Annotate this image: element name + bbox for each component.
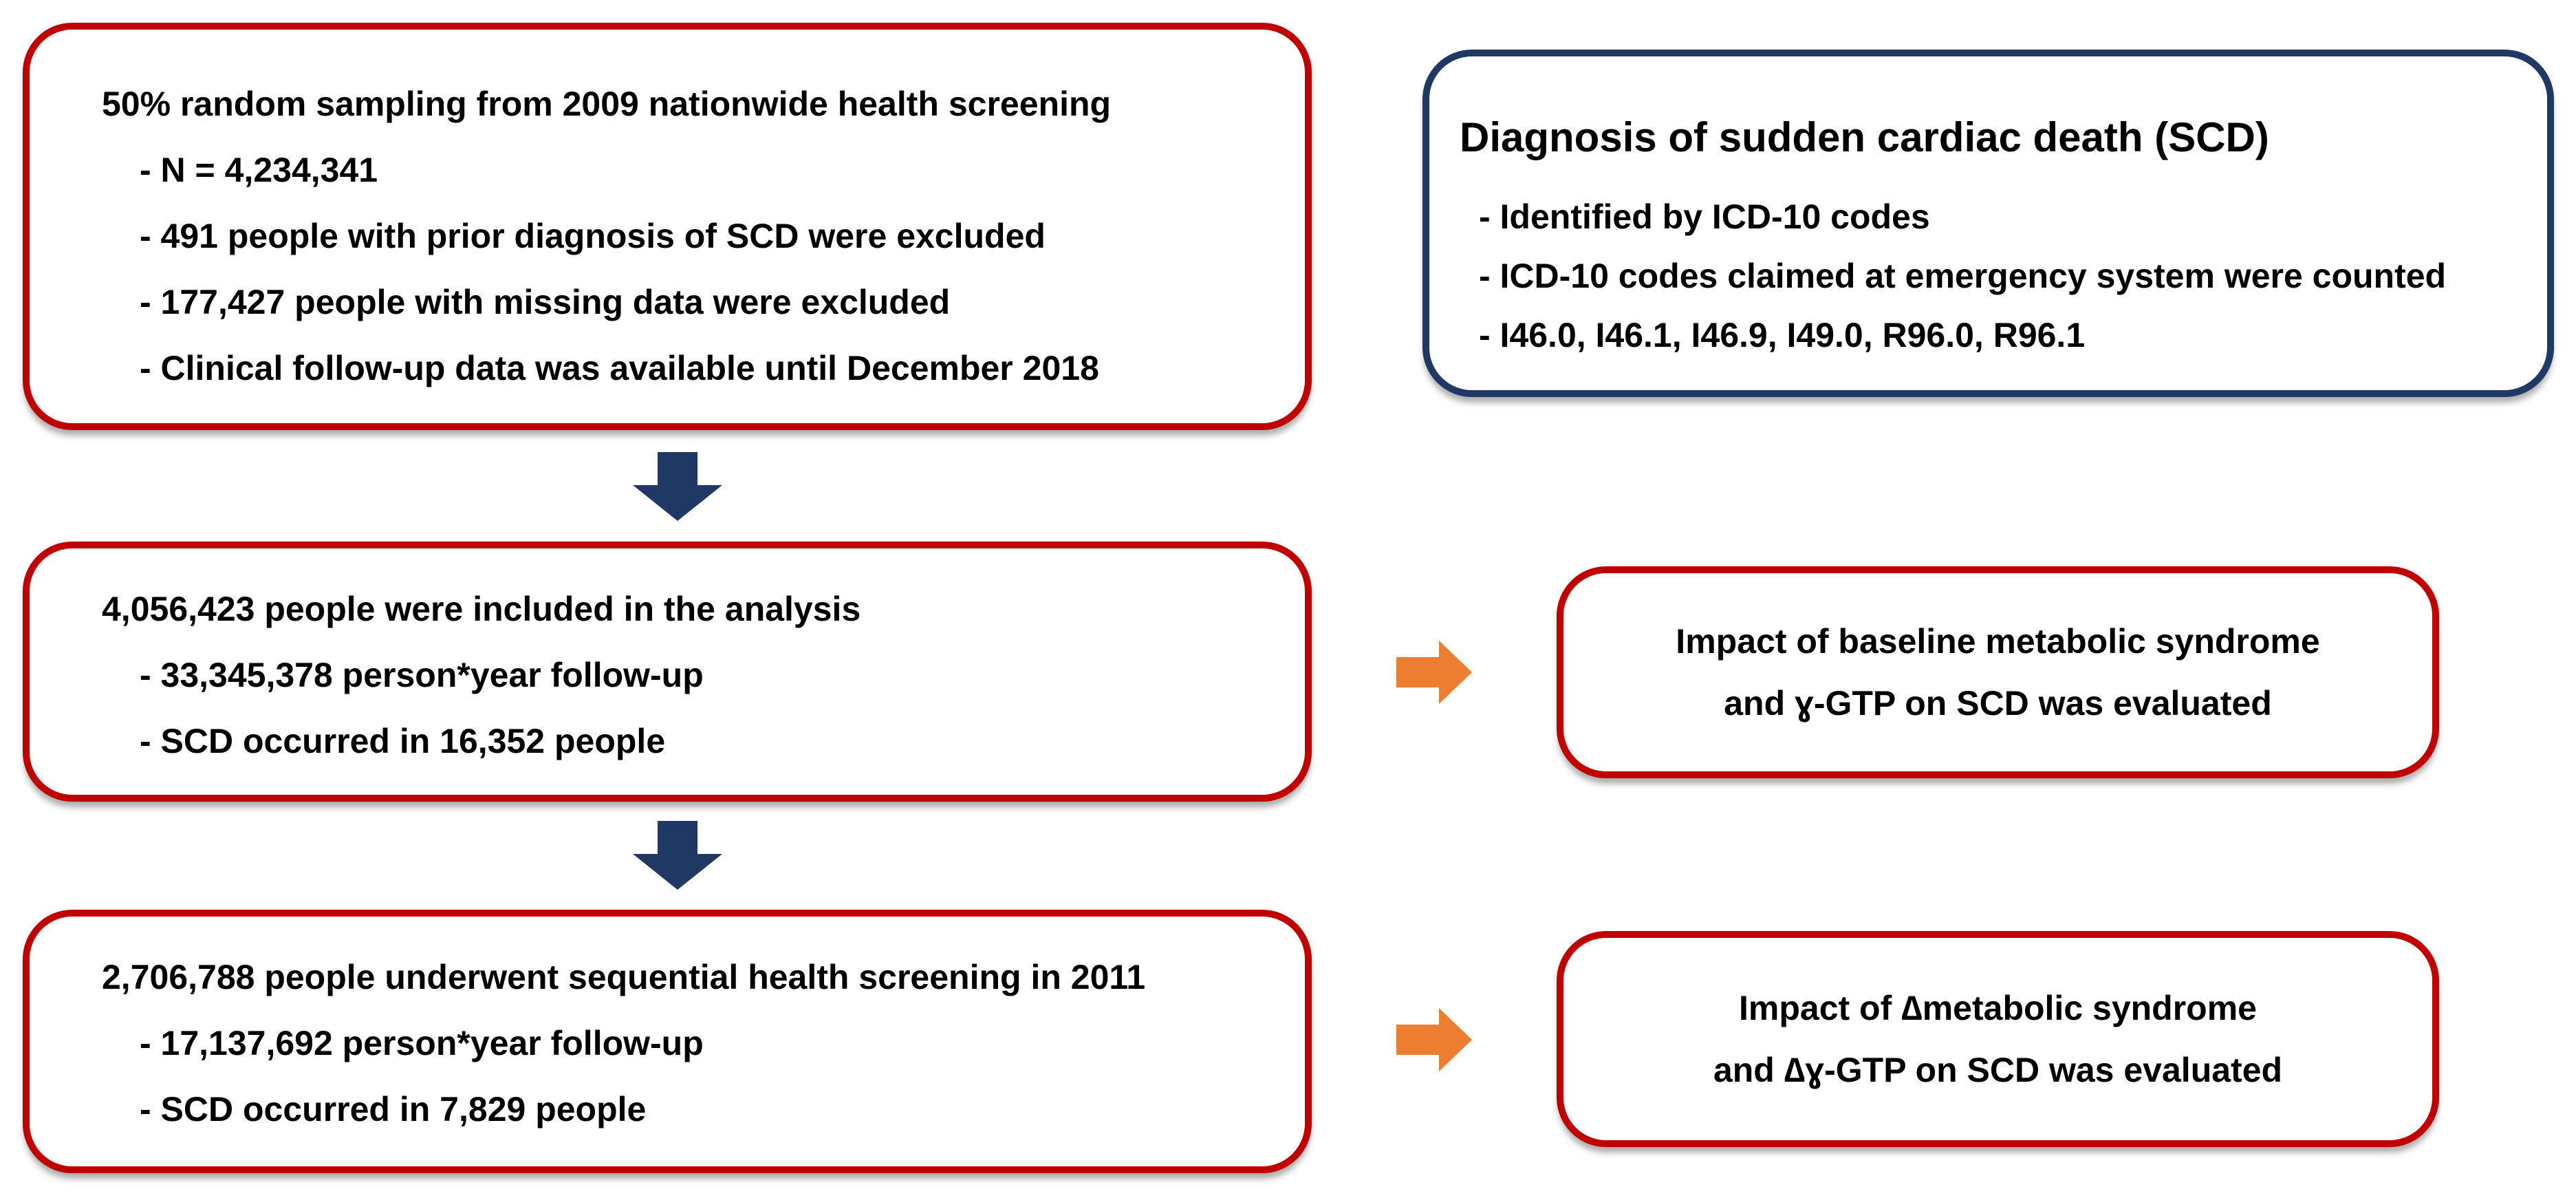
scd-diagnosis-box: Diagnosis of sudden cardiac death (SCD) …: [1422, 50, 2554, 397]
scd-diagnosis-item: - Identified by ICD-10 codes: [1479, 197, 1930, 236]
sampling-box-item: - 491 people with prior diagnosis of SCD…: [140, 217, 1046, 255]
scd-diagnosis-title: Diagnosis of sudden cardiac death (SCD): [1460, 114, 2269, 160]
sampling-box-heading: 50% random sampling from 2009 nationwide…: [102, 85, 1112, 123]
sampling-box: 50% random sampling from 2009 nationwide…: [23, 23, 1312, 430]
sequential-box-heading: 2,706,788 people underwent sequential he…: [102, 958, 1146, 996]
analysis-box-item: - 33,345,378 person*year follow-up: [140, 656, 704, 694]
baseline-impact-line: Impact of baseline metabolic syndrome: [1676, 622, 2320, 661]
delta-impact-line: and ∆ɣ-GTP on SCD was evaluated: [1713, 1051, 2283, 1089]
right-arrow-icon: [1396, 1008, 1472, 1071]
delta-impact-box: Impact of ∆metabolic syndrome and ∆ɣ-GTP…: [1557, 931, 2439, 1147]
analysis-box-heading: 4,056,423 people were included in the an…: [102, 590, 861, 628]
baseline-impact-line: and ɣ-GTP on SCD was evaluated: [1724, 684, 2272, 723]
baseline-impact-box: Impact of baseline metabolic syndrome an…: [1557, 566, 2439, 778]
down-arrow-icon: [633, 452, 722, 521]
analysis-box: 4,056,423 people were included in the an…: [23, 542, 1312, 802]
scd-diagnosis-item: - ICD-10 codes claimed at emergency syst…: [1479, 257, 2447, 295]
delta-impact-line: Impact of ∆metabolic syndrome: [1739, 989, 2257, 1027]
right-arrow-icon: [1396, 641, 1472, 704]
down-arrow-icon: [633, 821, 722, 890]
sequential-box-item: - 17,137,692 person*year follow-up: [140, 1024, 704, 1062]
sampling-box-item: - Clinical follow-up data was available …: [140, 349, 1099, 387]
analysis-box-item: - SCD occurred in 16,352 people: [140, 722, 666, 760]
scd-diagnosis-item: - I46.0, I46.1, I46.9, I49.0, R96.0, R96…: [1479, 316, 2086, 354]
sequential-box-item: - SCD occurred in 7,829 people: [140, 1090, 647, 1129]
sampling-box-item: - N = 4,234,341: [140, 151, 378, 189]
sequential-screening-box: 2,706,788 people underwent sequential he…: [23, 910, 1312, 1173]
sampling-box-item: - 177,427 people with missing data were …: [140, 283, 951, 321]
